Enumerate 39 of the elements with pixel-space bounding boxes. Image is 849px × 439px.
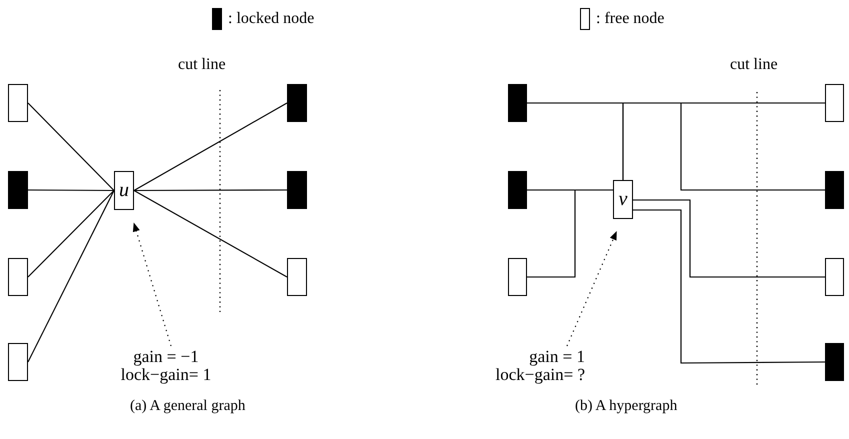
- dotted-arrow: [566, 230, 617, 346]
- annotation-text: lock−gain= 1: [120, 366, 212, 384]
- connector: [28, 189, 114, 192]
- legend-text: : free node: [596, 10, 664, 28]
- connector: [622, 102, 825, 191]
- legend-text: : locked node: [228, 10, 314, 28]
- connector: [28, 190, 114, 278]
- annotation-text: lock−gain= ?: [495, 366, 585, 384]
- connector: [134, 102, 288, 191]
- free-node: [287, 258, 307, 296]
- free-node: [8, 84, 28, 122]
- locked-node: [287, 84, 307, 122]
- free-node: [825, 258, 844, 296]
- connector: [28, 102, 114, 191]
- annotation-text: gain = 1: [529, 348, 585, 366]
- connector: [134, 190, 288, 278]
- cut-line-label: cut line: [178, 56, 226, 74]
- free-node: [8, 258, 28, 296]
- figure-caption: (a) A general graph: [130, 398, 246, 415]
- vertex-box: v: [613, 180, 633, 219]
- figure-caption: (b) A hypergraph: [575, 398, 678, 415]
- connector: [28, 190, 114, 362]
- locked-node: [287, 171, 307, 209]
- vertex-box: u: [114, 171, 134, 210]
- locked-node: [8, 171, 28, 209]
- annotation-text: gain = −1: [133, 348, 199, 366]
- connector: [134, 189, 287, 192]
- locked-node: [825, 171, 844, 209]
- dotted-arrow: [132, 222, 172, 346]
- connector: [633, 199, 825, 278]
- locked-node: [508, 84, 527, 122]
- locked-node: [825, 343, 844, 381]
- locked-node: [508, 171, 527, 209]
- cut-line-label: cut line: [730, 56, 778, 74]
- free-node: [508, 258, 527, 296]
- connector: [633, 209, 825, 364]
- free-node: [8, 343, 28, 381]
- free-node: [825, 84, 844, 122]
- connector: [527, 189, 613, 278]
